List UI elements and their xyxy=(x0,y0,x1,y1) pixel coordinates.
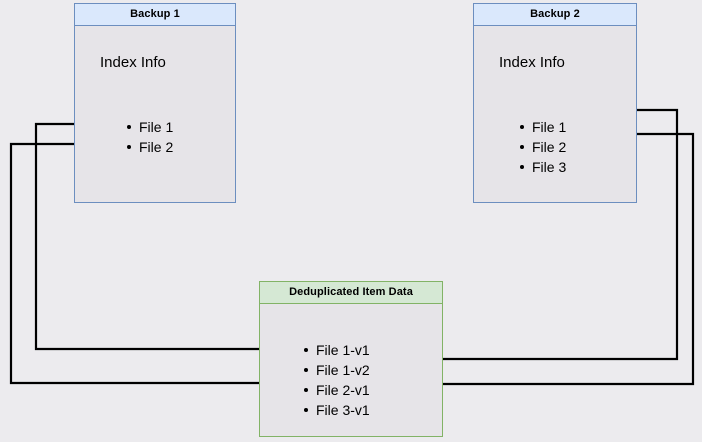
node-deduplicated-item-data-title: Deduplicated Item Data xyxy=(260,282,442,304)
list-item: File 1 xyxy=(125,117,173,137)
node-backup-1-file-list: File 1 File 2 xyxy=(125,117,173,157)
node-deduplicated-item-data[interactable]: Deduplicated Item Data File 1-v1 File 1-… xyxy=(259,281,443,437)
node-backup-1-title: Backup 1 xyxy=(75,4,235,26)
list-item: File 2 xyxy=(125,137,173,157)
node-deduplicated-file-list: File 1-v1 File 1-v2 File 2-v1 File 3-v1 xyxy=(302,340,370,420)
node-backup-2-title: Backup 2 xyxy=(474,4,636,26)
list-item: File 1-v1 xyxy=(302,340,370,360)
node-backup-1-body: Index Info File 1 File 2 xyxy=(75,26,235,202)
node-backup-2-index-label: Index Info xyxy=(499,54,565,71)
node-backup-2-body: Index Info File 1 File 2 File 3 xyxy=(474,26,636,202)
node-deduplicated-item-data-body: File 1-v1 File 1-v2 File 2-v1 File 3-v1 xyxy=(260,304,442,436)
list-item: File 1-v2 xyxy=(302,360,370,380)
list-item: File 2 xyxy=(518,137,566,157)
node-backup-2-file-list: File 1 File 2 File 3 xyxy=(518,117,566,177)
node-backup-1[interactable]: Backup 1 Index Info File 1 File 2 xyxy=(74,3,236,203)
node-backup-1-index-label: Index Info xyxy=(100,54,166,71)
list-item: File 3-v1 xyxy=(302,400,370,420)
list-item: File 3 xyxy=(518,157,566,177)
list-item: File 1 xyxy=(518,117,566,137)
list-item: File 2-v1 xyxy=(302,380,370,400)
node-backup-2[interactable]: Backup 2 Index Info File 1 File 2 File 3 xyxy=(473,3,637,203)
